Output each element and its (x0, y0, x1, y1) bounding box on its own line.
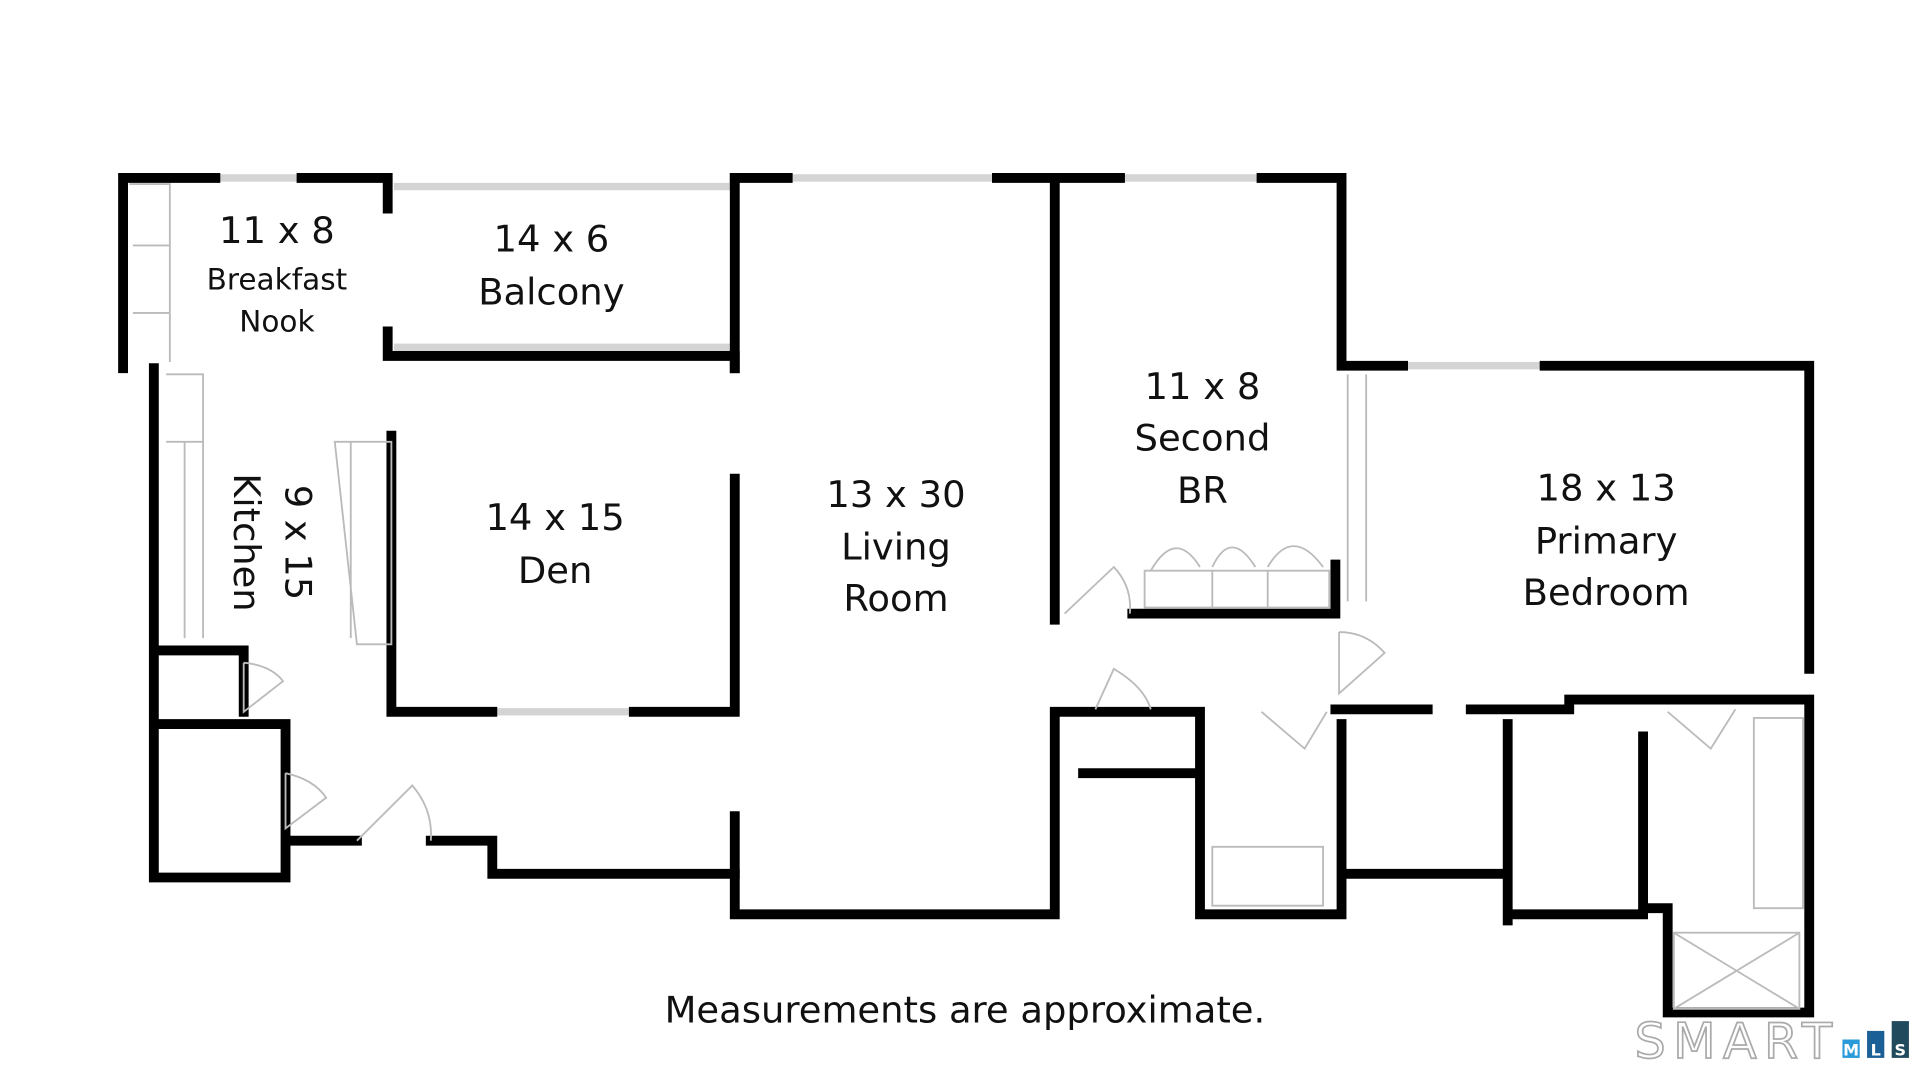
room-size: 13 x 30 (826, 473, 965, 516)
room-name: Breakfast (207, 263, 348, 297)
room-name: Den (518, 549, 593, 592)
logo-letter: L (1871, 1040, 1881, 1059)
logo-word: SMART (1634, 1012, 1839, 1070)
room-name: Kitchen (225, 473, 268, 611)
logo-letter: M (1843, 1040, 1859, 1059)
room-den: 14 x 15 Den (485, 496, 624, 592)
smart-mls-logo: SMART M L S (1634, 1011, 1909, 1071)
room-name: Primary (1535, 520, 1678, 563)
room-name: Balcony (478, 270, 624, 313)
room-size: 11 x 8 (1145, 365, 1261, 408)
room-kitchen: 9 x 15 Kitchen (225, 473, 320, 611)
room-size: 14 x 15 (485, 496, 624, 539)
room-name: Bedroom (1523, 571, 1690, 614)
room-primary-bedroom: 18 x 13 Primary Bedroom (1523, 467, 1690, 614)
logo-letter: S (1895, 1040, 1907, 1059)
room-size: 18 x 13 (1537, 467, 1676, 510)
room-size: 9 x 15 (277, 485, 320, 600)
room-size: 11 x 8 (219, 209, 335, 252)
room-name: BR (1177, 469, 1228, 512)
room-breakfast-nook: 11 x 8 Breakfast Nook (207, 209, 348, 338)
room-size: 14 x 6 (493, 218, 609, 261)
room-name: Nook (239, 304, 314, 338)
walls (118, 173, 1815, 1018)
room-second-br: 11 x 8 Second BR (1135, 365, 1271, 512)
room-name: Living (841, 526, 951, 569)
room-living-room: 13 x 30 Living Room (826, 473, 965, 620)
room-name: Second (1135, 416, 1271, 459)
room-balcony: 14 x 6 Balcony (478, 218, 624, 314)
measurement-note: Measurements are approximate. (665, 988, 1266, 1031)
room-name: Room (843, 577, 948, 620)
